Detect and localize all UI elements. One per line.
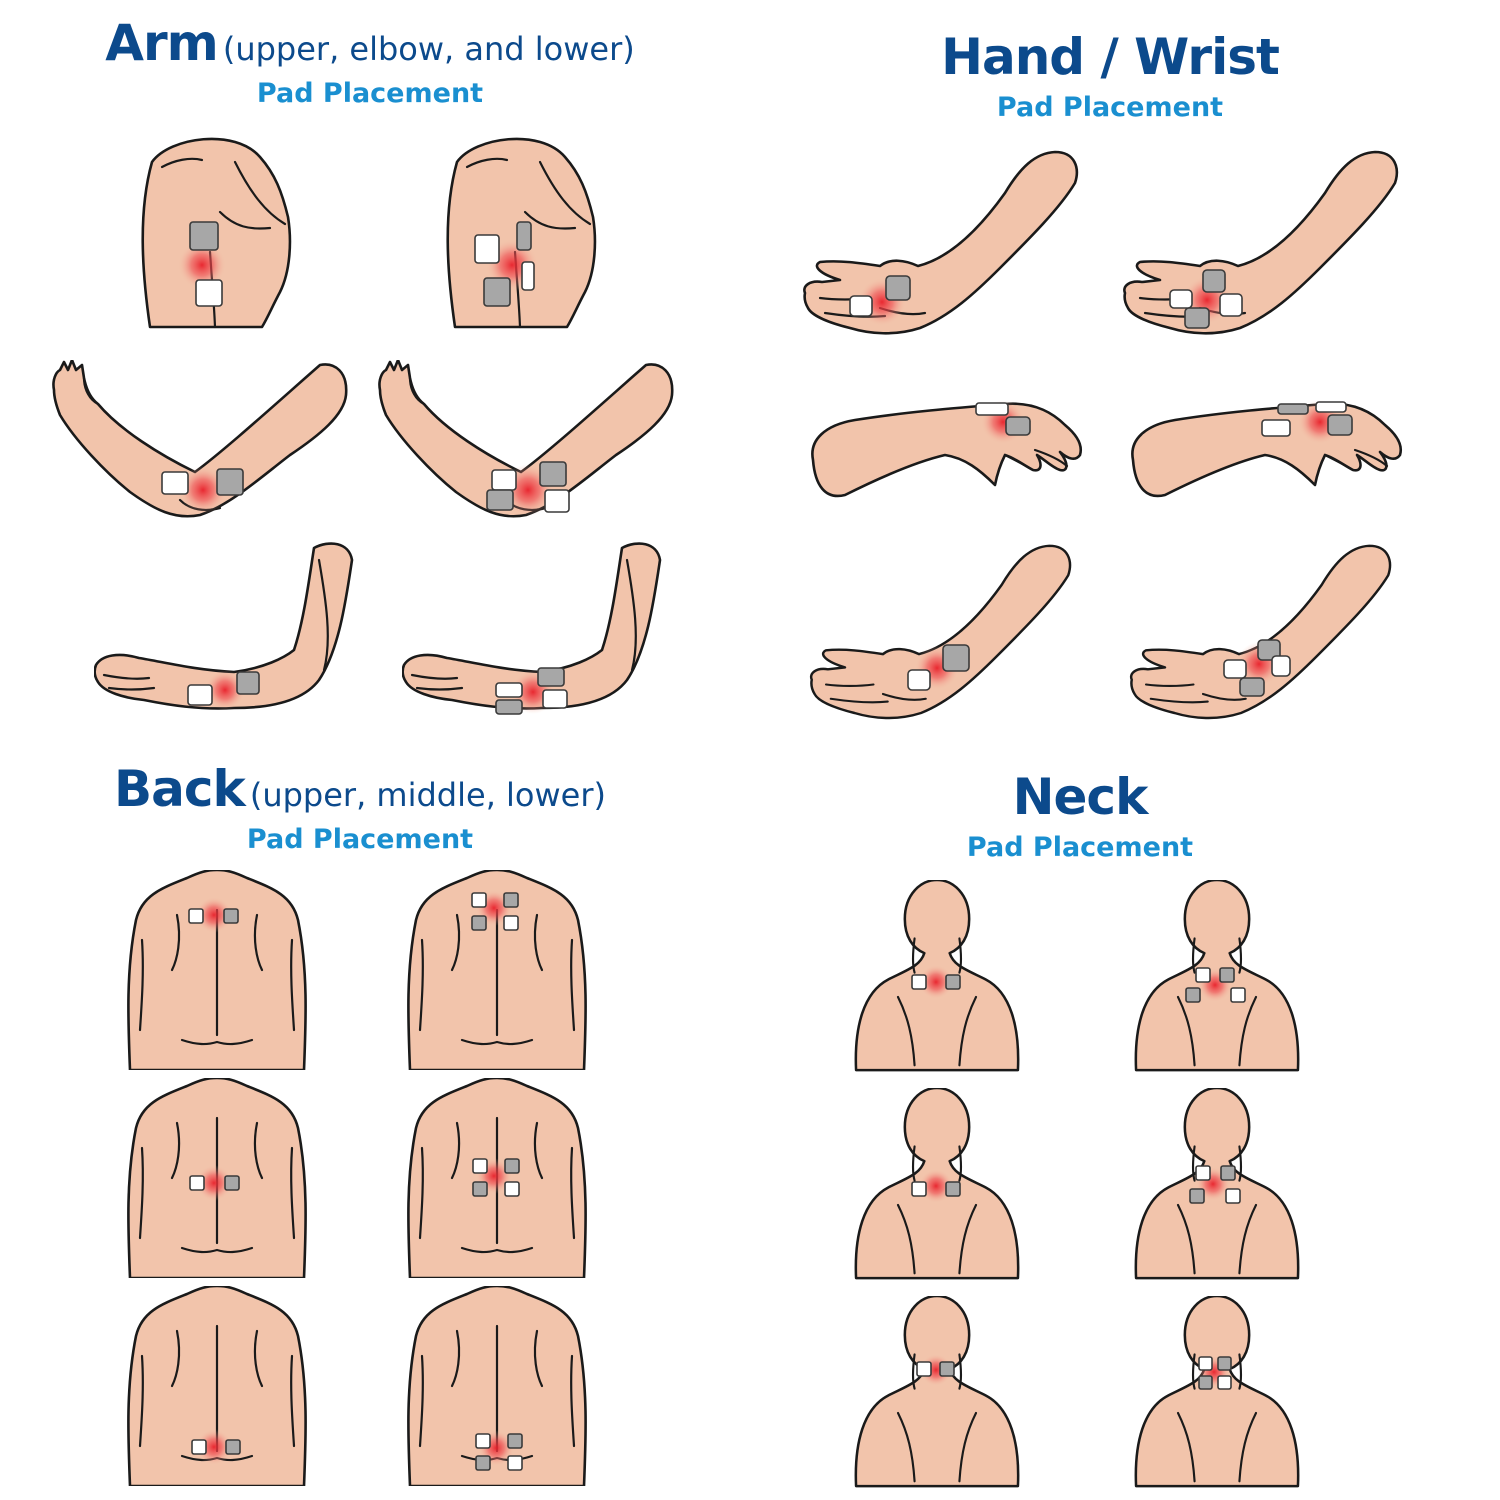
hand-subtitle: Pad Placement bbox=[996, 92, 1224, 123]
back-upper-2 bbox=[407, 870, 587, 1070]
back-middle-1 bbox=[127, 1078, 307, 1278]
back-middle-2 bbox=[407, 1078, 587, 1278]
hand-wrist-1 bbox=[811, 400, 1083, 498]
back-upper-1 bbox=[127, 870, 307, 1070]
hand-palm-1 bbox=[803, 150, 1079, 335]
arm-elbow-1 bbox=[52, 360, 348, 518]
back-lower-2 bbox=[407, 1286, 587, 1486]
neck-2 bbox=[1134, 880, 1300, 1072]
neck-subtitle: Pad Placement bbox=[966, 832, 1194, 863]
neck-3 bbox=[854, 1088, 1020, 1280]
neck-6 bbox=[1134, 1296, 1300, 1488]
neck-4 bbox=[1134, 1088, 1300, 1280]
back-heading: Back (upper, middle, lower) bbox=[60, 760, 660, 818]
arm-title: Arm bbox=[105, 14, 218, 72]
back-qualifier: (upper, middle, lower) bbox=[249, 776, 606, 814]
neck-1 bbox=[854, 880, 1020, 1072]
neck-title: Neck bbox=[1012, 768, 1149, 826]
hand-heading: Hand / Wrist bbox=[840, 28, 1380, 86]
arm-qualifier: (upper, elbow, and lower) bbox=[222, 30, 635, 68]
arm-elbow-2 bbox=[378, 360, 674, 518]
neck-heading: Neck bbox=[880, 768, 1280, 826]
arm-subtitle: Pad Placement bbox=[256, 78, 484, 109]
hand-palm-2 bbox=[1123, 150, 1399, 335]
hand-title: Hand / Wrist bbox=[941, 28, 1280, 86]
back-lower-1 bbox=[127, 1286, 307, 1486]
hand-forearm-1 bbox=[809, 544, 1072, 720]
arm-lower-2 bbox=[402, 542, 662, 715]
hand-forearm-2 bbox=[1129, 544, 1392, 720]
arm-lower-1 bbox=[94, 542, 354, 710]
arm-upper-2 bbox=[446, 137, 597, 329]
back-subtitle: Pad Placement bbox=[246, 824, 474, 855]
arm-upper-1 bbox=[141, 137, 292, 329]
neck-5 bbox=[854, 1296, 1020, 1488]
hand-wrist-2 bbox=[1131, 400, 1403, 498]
back-title: Back bbox=[114, 760, 246, 818]
arm-heading: Arm (upper, elbow, and lower) bbox=[60, 14, 680, 72]
